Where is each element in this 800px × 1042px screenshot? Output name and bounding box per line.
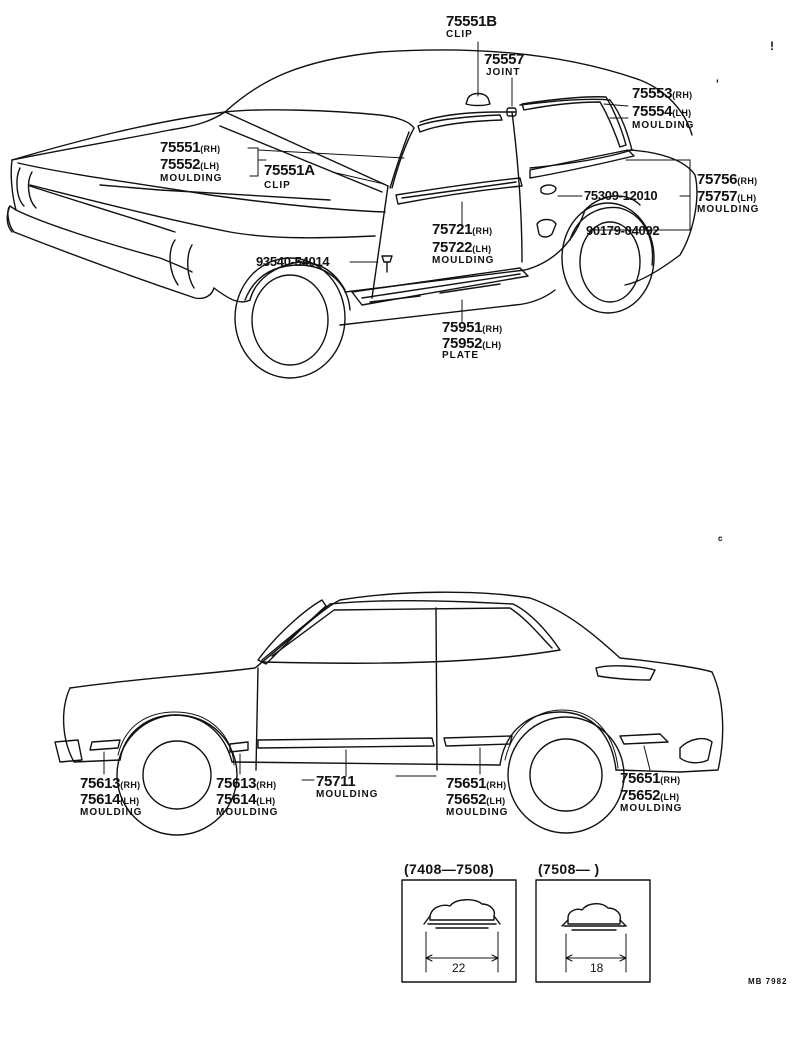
part-75756-label: 75756(RH)	[697, 171, 758, 188]
clip-label: CLIP	[446, 29, 473, 40]
part-75757-label: 75757(LH)	[697, 188, 757, 205]
moulding-label-1: MOULDING	[632, 120, 695, 131]
part-75551a-label: 75551A	[264, 162, 315, 179]
car-perspective-drawing	[6, 49, 698, 379]
part-75722-label: 75722(LH)	[432, 239, 492, 256]
part-75951-label: 75951(RH)	[442, 319, 503, 336]
part-93540-54014-label: 93540-54014	[256, 254, 330, 269]
stray-mark-1: !	[770, 39, 774, 53]
stray-mark-3: ᶜ	[718, 533, 723, 547]
diagram-code: MB 7982	[748, 977, 788, 986]
part-75613-label-front: 75613(RH)	[80, 775, 141, 792]
moulding-label-e: MOULDING	[620, 803, 683, 814]
moulding-label-a: MOULDING	[80, 807, 143, 818]
moulding-label-d: MOULDING	[446, 807, 509, 818]
section-box-2	[535, 879, 651, 983]
part-75652-label-quarter: 75652(LH)	[620, 787, 680, 804]
section-2-width: 18	[590, 961, 604, 975]
part-75557-label: 75557	[484, 51, 525, 68]
clip-label-2: CLIP	[264, 180, 291, 191]
part-75309-12010-label: 75309-12010	[584, 188, 658, 203]
car-side-drawing	[54, 591, 724, 836]
part-90179-04092-label: 90179-04092	[586, 223, 660, 238]
part-75553-label: 75553(RH)	[632, 85, 693, 102]
part-75551-label: 75551(RH)	[160, 139, 221, 156]
part-75614-label-rear: 75614(LH)	[216, 791, 276, 808]
stray-mark-2: '	[716, 77, 719, 91]
section-box-1	[401, 879, 517, 983]
part-75552-label: 75552(LH)	[160, 156, 220, 173]
moulding-label-b: MOULDING	[216, 807, 279, 818]
moulding-label-3: MOULDING	[697, 204, 760, 215]
plate-label: PLATE	[442, 350, 480, 361]
leader-lines-side	[103, 745, 651, 781]
leader-lines-top	[247, 41, 691, 323]
part-75952-label: 75952(LH)	[442, 335, 502, 352]
section-2-range: (7508— )	[538, 861, 600, 877]
part-75651-label-quarter: 75651(RH)	[620, 770, 681, 787]
part-75613-label-rear: 75613(RH)	[216, 775, 277, 792]
moulding-label-4: MOULDING	[432, 255, 495, 266]
part-75711-label: 75711	[316, 773, 356, 790]
part-75651-label-door: 75651(RH)	[446, 775, 507, 792]
part-75614-label-front: 75614(LH)	[80, 791, 140, 808]
part-75554-label: 75554(LH)	[632, 103, 692, 120]
moulding-label-2: MOULDING	[160, 173, 223, 184]
part-75652-label-door: 75652(LH)	[446, 791, 506, 808]
section-1-range: (7408—7508)	[404, 861, 495, 877]
section-1-width: 22	[452, 961, 466, 975]
part-75551b-label: 75551B	[446, 13, 497, 30]
joint-label: JOINT	[486, 67, 521, 78]
part-75721-label: 75721(RH)	[432, 221, 493, 238]
moulding-label-c: MOULDING	[316, 789, 379, 800]
